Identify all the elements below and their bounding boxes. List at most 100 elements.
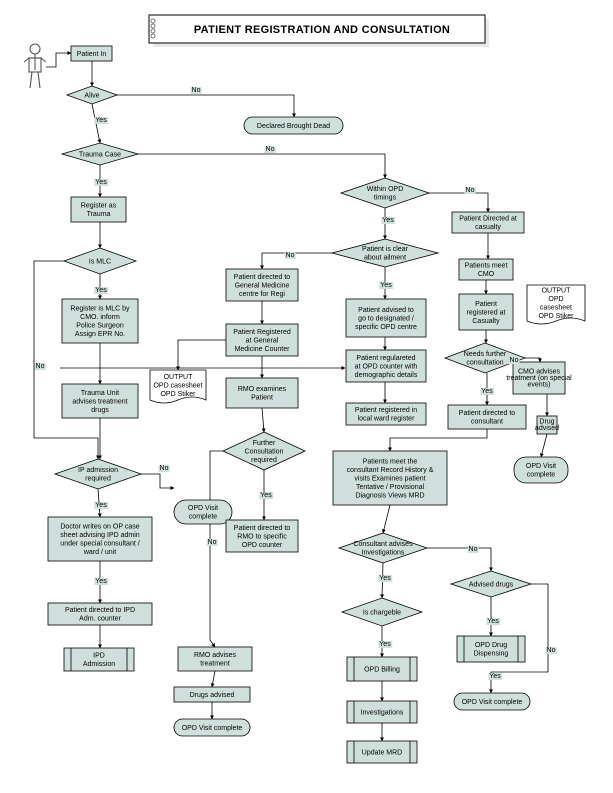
connector bbox=[33, 260, 100, 460]
node-opd-complete-mid: OPD Visit complete bbox=[453, 692, 531, 711]
edge-label-disp-yes: Yes bbox=[489, 673, 501, 680]
node-label: Is MLC bbox=[89, 258, 111, 265]
node-label: Is chargeble bbox=[363, 610, 401, 617]
node-label: Update MRD bbox=[362, 750, 402, 757]
connector bbox=[117, 94, 296, 118]
edge-label-further-yes: Yes bbox=[260, 492, 272, 499]
edge-label-further-no: No bbox=[208, 539, 217, 546]
page-title: PATIENT REGISTRATION AND CONSULTATION bbox=[194, 24, 450, 36]
edge-label-mlc-yes: Yes bbox=[95, 287, 107, 294]
node-advised-drugs: Advised drugs bbox=[449, 570, 533, 598]
node-is-mlc: Is MLC bbox=[62, 247, 138, 275]
node-opd-billing: OPD Billing bbox=[346, 656, 418, 682]
node-label: OPD Billing bbox=[364, 667, 400, 674]
edge-label-consult-no: No bbox=[469, 546, 478, 553]
node-label: Advised drugs bbox=[469, 582, 514, 589]
node-declared-dead: Declared Brought Dead bbox=[243, 116, 344, 135]
edge-label-opd-yes: Yes bbox=[382, 217, 394, 224]
node-opd-complete-bottom-left: OPD Visit complete bbox=[173, 718, 251, 737]
edge-labels: NoYesNoYesYesNoNoYesYesNoYesNoYesYesNoNo… bbox=[34, 87, 557, 680]
connector bbox=[141, 473, 175, 490]
edge-label-needs-yes: Yes bbox=[481, 388, 493, 395]
node-label: Drugs advised bbox=[190, 692, 235, 699]
person-icon bbox=[23, 43, 47, 89]
edge-label-opd-no: No bbox=[466, 187, 475, 194]
edge-label-clear-no: No bbox=[286, 252, 295, 259]
edge-label-clear-yes: Yes bbox=[380, 282, 392, 289]
node-patient-in: Patient In bbox=[70, 45, 113, 62]
connector bbox=[138, 153, 387, 179]
node-update-mrd: Update MRD bbox=[346, 740, 418, 764]
edge-label-alive-yes: Yes bbox=[95, 117, 107, 124]
connectors bbox=[33, 51, 549, 742]
connector bbox=[46, 51, 72, 68]
connector bbox=[427, 547, 493, 572]
connector bbox=[388, 429, 488, 452]
node-is-chargeable: Is chargeble bbox=[340, 597, 424, 627]
title-banner: PATIENT REGISTRATION AND CONSULTATION bbox=[148, 14, 489, 47]
edge-label-drugs-yes: Yes bbox=[487, 618, 499, 625]
connector bbox=[261, 407, 266, 433]
edge-label-mlc-no: No bbox=[36, 363, 45, 370]
node-trauma-case: Trauma Case bbox=[60, 142, 140, 166]
node-label: Investigations bbox=[361, 710, 404, 717]
edge-label-ip-no: No bbox=[160, 465, 169, 472]
edge-label-doctor-yes: Yes bbox=[95, 578, 107, 585]
edge-label-alive-no: No bbox=[192, 87, 201, 94]
node-label: Declared Brought Dead bbox=[257, 123, 330, 130]
connector bbox=[539, 433, 548, 458]
edge-label-trauma-yes: Yes bbox=[95, 179, 107, 186]
edge-label-charge-yes: Yes bbox=[379, 641, 391, 648]
connector bbox=[210, 670, 216, 688]
node-label: OPD Visit complete bbox=[182, 725, 243, 732]
